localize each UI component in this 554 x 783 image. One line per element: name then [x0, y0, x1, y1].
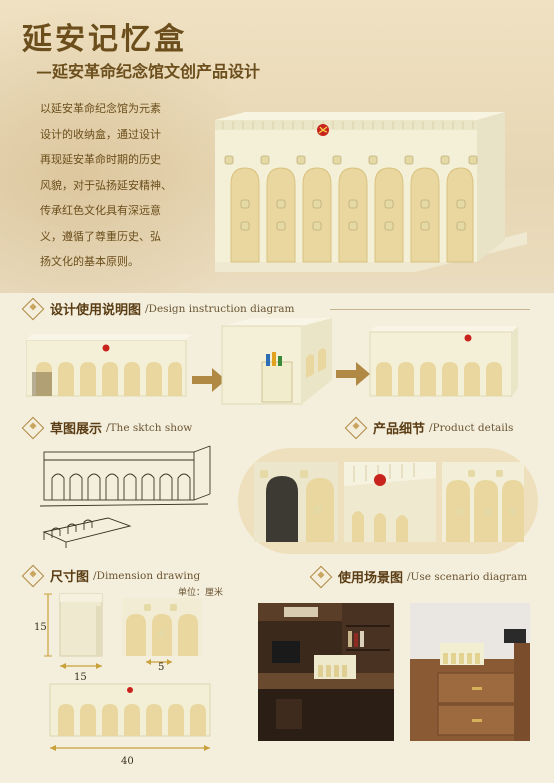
dimension-drawing-side — [40, 590, 210, 682]
section-heading-instruction: 设计使用说明图 /Design instruction diagram — [21, 297, 295, 320]
intro-line: 扬文化的基本原则。 — [40, 255, 139, 268]
section-title: 设计使用说明图 — [50, 303, 142, 318]
diamond-icon — [344, 416, 368, 439]
section-title: 尺寸图 — [50, 570, 90, 585]
diamond-icon — [21, 416, 45, 439]
intro-line: 设计的收纳盒，通过设计 — [40, 127, 161, 141]
section-title: 使用场景图 — [338, 571, 404, 586]
diamond-icon — [21, 564, 45, 587]
intro-line: 再现延安革命时期的历史 — [40, 153, 161, 166]
unit-label: 单位：厘米 — [178, 588, 224, 598]
detail-photo-arches — [254, 462, 338, 542]
section-heading-scenario: 使用场景图 /Use scenario diagram — [309, 565, 528, 588]
sketch-drawing — [38, 442, 218, 552]
dimension-depth-label: 15 — [74, 672, 87, 683]
section-title: 草图展示 — [50, 422, 103, 437]
dimension-height-label: 15 — [34, 622, 47, 633]
section-heading-dimension: 尺寸图 /Dimension drawing — [21, 564, 201, 587]
intro-line: 以延安革命纪念馆为元素 — [40, 102, 161, 115]
section-heading-sketch: 草图展示 /The sktch show — [21, 416, 193, 439]
intro-line: 风貌，对于弘扬延安精神、 — [40, 178, 172, 192]
detail-photo-emblem — [344, 462, 436, 542]
page-subtitle: —延安革命纪念馆文创产品设计 — [36, 62, 261, 81]
dimension-drawing-front — [44, 682, 216, 754]
dimension-arch-label: 5 — [158, 662, 165, 673]
section-subtitle: /Dimension drawing — [93, 569, 201, 582]
intro-line: 传承红色文化具有深远意 — [40, 204, 161, 217]
scenario-photo-cabinet — [410, 603, 530, 741]
dimension-length-label: 40 — [121, 756, 134, 767]
detail-photo-front — [442, 462, 524, 542]
section-title: 产品细节 — [373, 422, 426, 437]
section-subtitle: /Product details — [429, 421, 514, 434]
instruction-diagram — [26, 318, 534, 410]
section-subtitle: /Design instruction diagram — [145, 302, 295, 315]
section-divider — [330, 309, 530, 310]
scenario-photo-study — [258, 603, 394, 741]
diamond-icon — [309, 565, 333, 588]
hero-product-render — [215, 112, 527, 272]
section-heading-details: 产品细节 /Product details — [344, 416, 514, 439]
intro-text: 以延安革命纪念馆为元素 设计的收纳盒，通过设计 再现延安革命时期的历史 风貌，对… — [40, 96, 205, 275]
section-subtitle: /Use scenario diagram — [407, 570, 528, 583]
section-subtitle: /The sktch show — [106, 421, 193, 434]
page-title: 延安记忆盒 — [22, 22, 187, 57]
intro-line: 义，遵循了尊重历史、弘 — [40, 229, 161, 243]
diamond-icon — [21, 297, 45, 320]
